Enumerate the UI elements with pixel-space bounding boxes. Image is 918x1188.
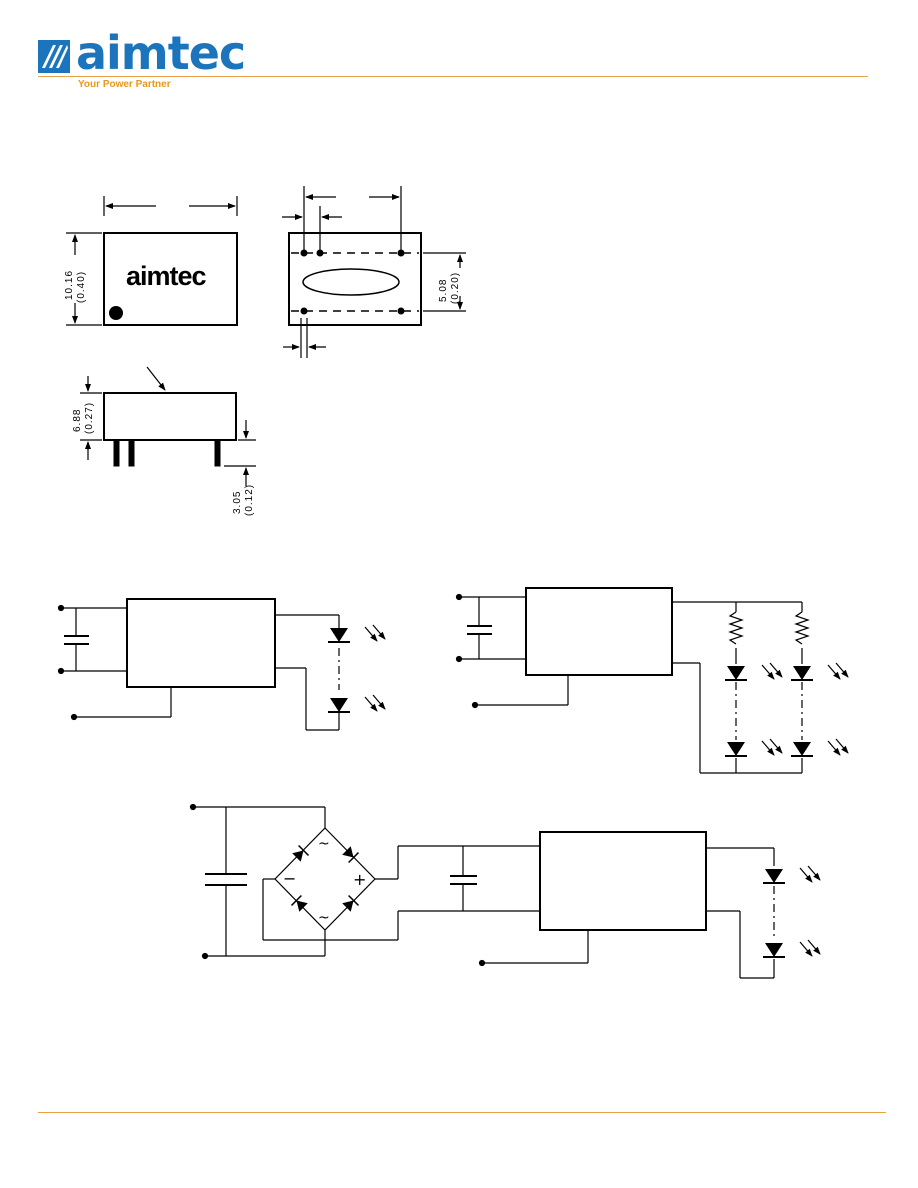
led-icon [763,940,820,957]
thickness-in-label: (0.27) [84,402,95,434]
height-in-label: (0.40) [76,271,87,303]
pin-length-in-label: (0.12) [244,484,255,516]
pin-length-mm-label: 3.05 [232,491,243,514]
package-marking: aimtec [126,261,207,291]
led-icon [725,663,782,680]
bottom-view [282,186,466,358]
circuit-ac-bridge [189,803,775,979]
pin-spacing-in-label: (0.20) [450,272,461,304]
page-header: aimtec Your Power Partner [0,0,918,100]
circuit-single-string [57,598,340,731]
led-icon [328,625,385,642]
bridge-minus-label: − [283,869,296,888]
circuit-parallel-strings [455,587,810,774]
led-icon [725,739,782,756]
pin-spacing-mm-label: 5.08 [438,279,449,302]
height-mm-label: 10.16 [64,270,75,300]
bridge-plus-label: + [353,870,366,889]
led-icon [791,663,848,680]
thickness-mm-label: 6.88 [72,409,83,432]
side-view [80,366,256,486]
led-icon [791,739,848,756]
pin1-dot-icon [109,306,123,320]
logo-tagline: Your Power Partner [78,79,171,90]
bridge-ac-top-label: ~ [318,836,330,852]
header-rule [38,76,868,77]
front-view: aimtec [66,196,238,326]
footer-rule [38,1112,886,1113]
led-icon [328,695,385,712]
bridge-ac-bottom-label: ~ [318,910,330,926]
logo-wordmark: aimtec [76,26,246,80]
led-icon [763,866,820,883]
aimtec-logo-icon [38,40,70,73]
